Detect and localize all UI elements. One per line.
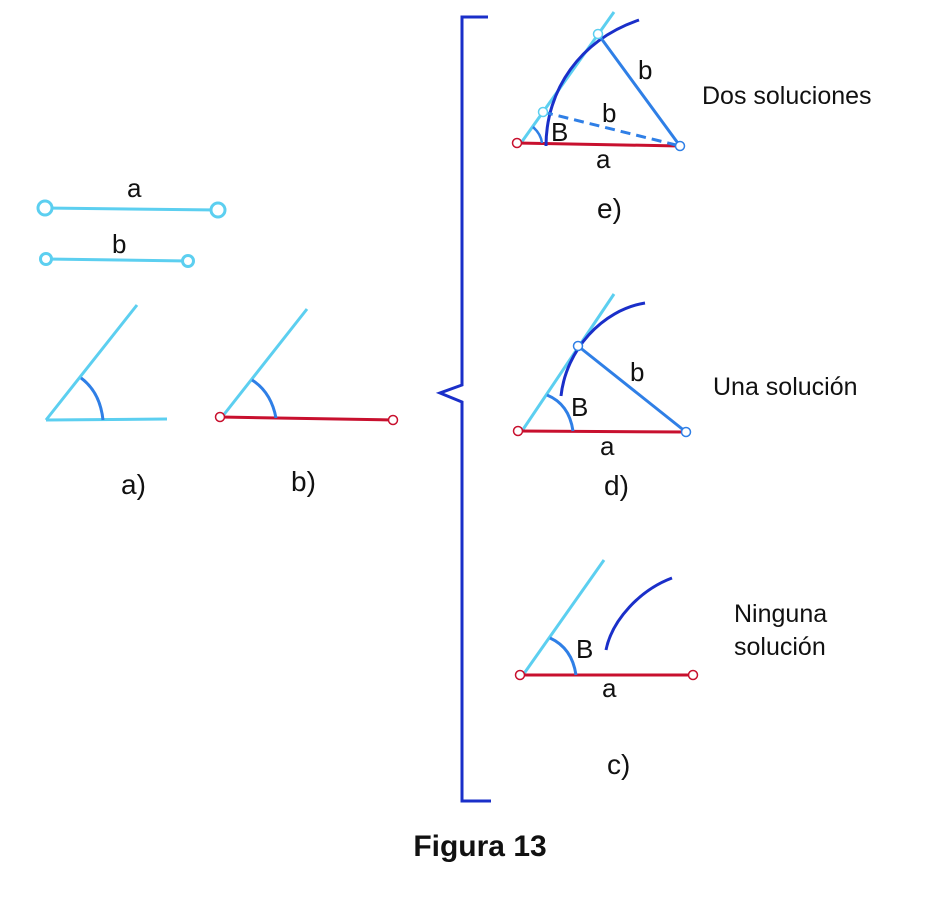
caption-a: a) [121,469,146,500]
angle-ray [520,293,616,432]
base-segment-a [517,429,687,434]
side-a-label: a [602,673,617,703]
segment-a: a [36,173,227,219]
base-start-point [511,137,523,149]
figure-title: Figura 13 [413,830,546,863]
base-start-point [214,411,226,423]
curly-brace [435,15,491,803]
angle-label: B [551,117,568,147]
caption-b: b) [291,466,316,497]
base-end-point [387,414,399,426]
angle-ray-upper [220,308,309,418]
base-end-point [674,140,686,152]
base-end-point [687,669,699,681]
panel-e-two-solutions: B b b a e) Dos soluciones [511,11,872,224]
note-no-solution-line2: solución [734,633,826,661]
angle-ray-base [45,417,168,422]
segment-a-end-point [209,201,227,219]
intersection-point-1 [592,28,604,40]
panel-d-one-solution: B b a d) Una solución [512,293,858,501]
angle-arc [549,636,578,676]
angle-arc [80,376,105,421]
panel-c-no-solution: B a c) Ninguna solución [514,559,827,780]
side-b-label-1: b [638,55,652,85]
base-end-point [680,426,692,438]
side-b-solution-1 [596,33,682,147]
angle-label: B [576,634,593,664]
side-b [577,344,687,434]
segment-b-line [45,257,189,263]
arc-radius-b [544,18,640,147]
side-b-solution-2-dashed [542,110,681,148]
side-a-label: a [596,144,611,174]
base-start-point [514,669,526,681]
intersection-point [572,340,584,352]
side-b-label-2: b [602,98,616,128]
caption-c: c) [607,749,630,780]
panel-b-construction: b) [214,308,399,497]
base-segment-a [516,141,681,148]
angle-arc [532,126,544,144]
segment-b: b [39,229,195,268]
base-start-point [512,425,524,437]
angle-arc [546,393,575,432]
arc-radius-b [559,301,646,397]
segment-a-line [44,206,219,212]
segment-b-end-point [181,254,195,268]
arc-radius-b [604,576,673,651]
angle-label: B [571,392,588,422]
segment-b-label: b [112,229,126,259]
note-no-solution-line1: Ninguna [734,600,827,628]
caption-d: d) [604,470,629,501]
angle-arc [251,378,278,419]
caption-e: e) [597,193,622,224]
base-segment-a [219,415,394,422]
intersection-point-2 [537,106,549,118]
note-one-solution: Una solución [713,373,858,401]
segment-b-start-point [39,252,53,266]
side-a-label: a [600,431,615,461]
angle-ray-upper [44,304,139,421]
note-two-solutions: Dos soluciones [702,82,872,110]
segment-a-label: a [127,173,142,203]
panel-a-angle: a) [44,304,168,500]
side-b-label: b [630,357,644,387]
angle-ray [521,559,606,676]
segment-a-start-point [36,199,54,217]
